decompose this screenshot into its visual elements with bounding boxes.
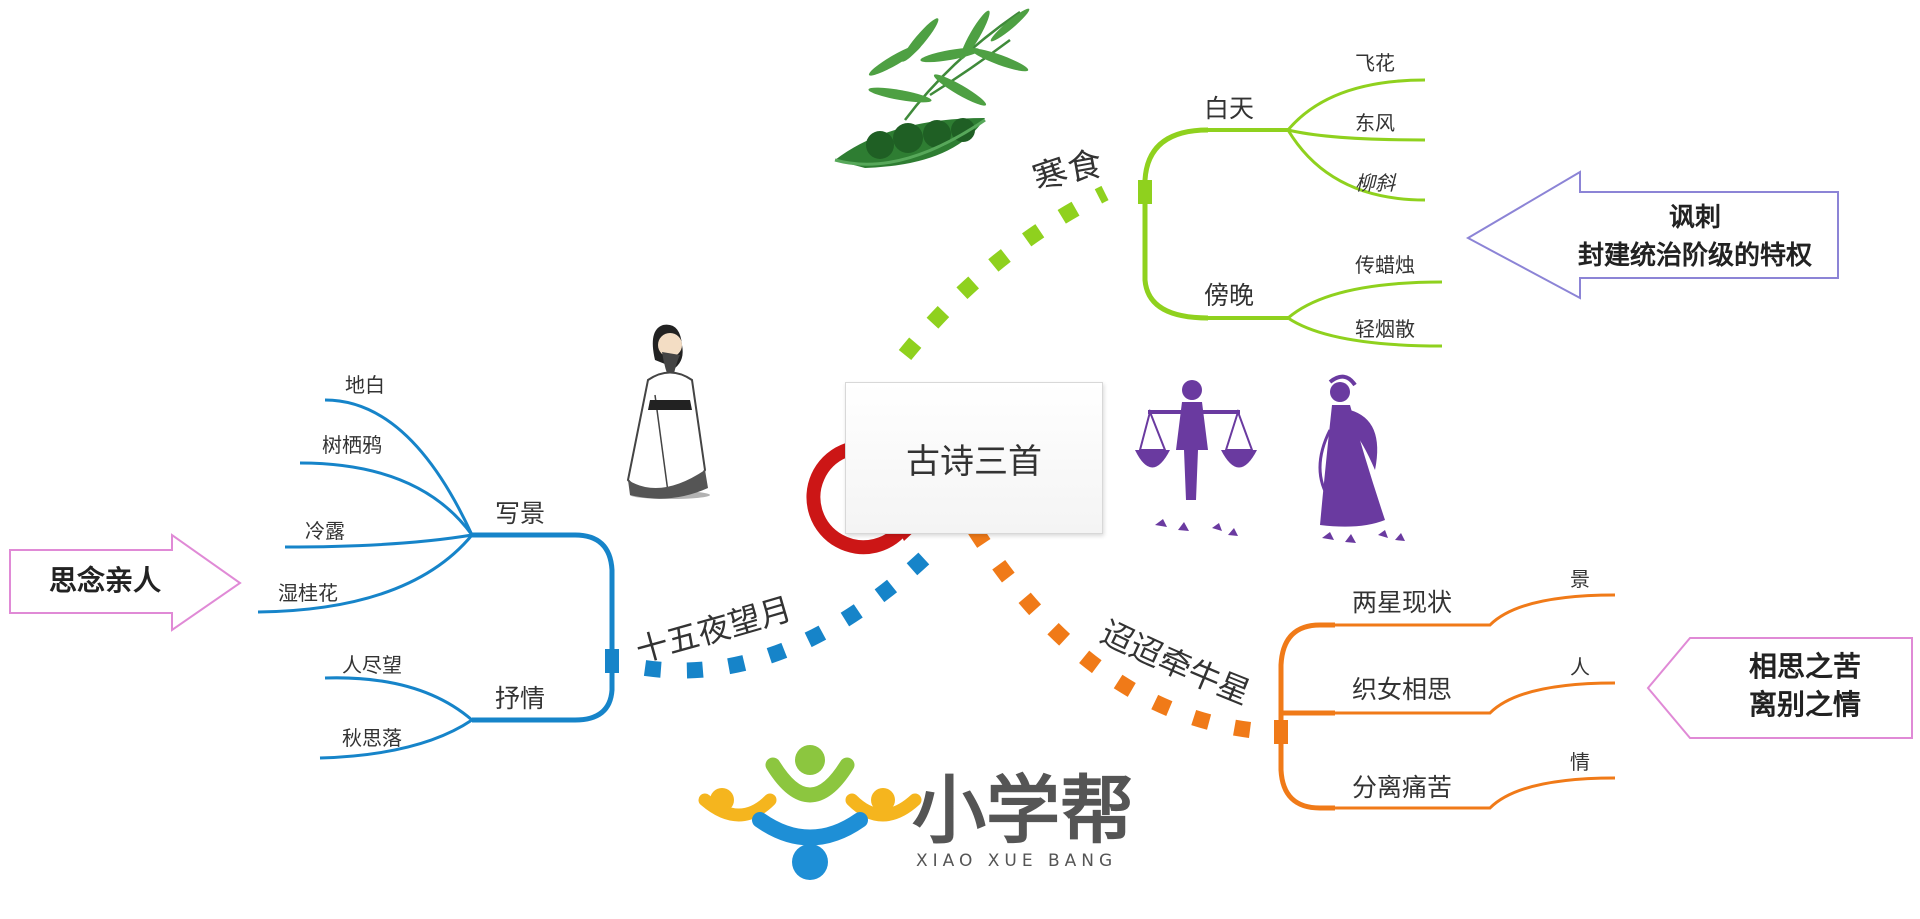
leaf-label: 情 — [1570, 750, 1590, 774]
leaf-label: 人 — [1570, 655, 1590, 679]
bracket-qianniu — [1278, 622, 1335, 811]
logo-subtitle: XIAO XUE BANG — [916, 851, 1117, 871]
branch-qianniu: 迢迢牵牛星 两星现状 织女相思 分离痛苦 景 人 情 — [968, 525, 1616, 811]
bracket-knob-wangyue — [605, 649, 619, 673]
leaf-label: 秋思落 — [342, 726, 402, 750]
pea-pod-bamboo-illustration — [834, 8, 1030, 168]
callout-line: 离别之情 — [1748, 688, 1861, 721]
leaf-label: 飞花 — [1355, 51, 1395, 75]
branch-wangyue: 十五夜望月 写景 地白 树栖鸦 冷露 湿桂花 抒情 人尽望 秋思落 — [257, 373, 941, 760]
connector-qianniu — [968, 525, 1251, 738]
sub-branch-label: 织女相思 — [1352, 675, 1452, 704]
connector-hanshi — [898, 185, 1109, 361]
sub-branch-label: 两星现状 — [1352, 588, 1452, 617]
central-topic-title: 古诗三首 — [906, 441, 1042, 482]
logo-name: 小学帮 — [912, 768, 1134, 854]
callout-line: 思念亲人 — [48, 564, 161, 597]
callout-line: 封建统治阶级的特权 — [1577, 241, 1812, 271]
cowherd-weaver-silhouette-illustration — [1135, 374, 1405, 543]
sub-branch-label: 写景 — [495, 499, 545, 528]
sub-branch-label: 抒情 — [495, 684, 545, 713]
callout-line: 讽刺 — [1668, 203, 1721, 233]
bracket-wangyue — [472, 532, 615, 723]
leaf-label: 人尽望 — [342, 653, 402, 677]
callout-text-qianniu: 相思之苦 离别之情 — [1710, 648, 1900, 724]
leaf-label: 地白 — [345, 373, 385, 397]
leaf-label: 树栖鸦 — [322, 433, 382, 457]
leaf-label: 景 — [1570, 567, 1590, 591]
callout-arrow-hanshi — [1465, 170, 1839, 300]
poem-title-hanshi: 寒食 — [1028, 144, 1105, 200]
bracket-knob-qianniu — [1274, 720, 1288, 744]
central-topic[interactable]: 古诗三首 — [845, 382, 1103, 534]
bracket-knob-hanshi — [1138, 180, 1152, 204]
bracket-hanshi — [1142, 127, 1209, 321]
leaf-label: 东风 — [1355, 111, 1395, 135]
branch-hanshi: 寒食 白天 飞花 东风 柳斜 傍晚 传蜡烛 轻烟散 — [898, 51, 1443, 361]
callout-arrow-wangyue — [9, 533, 242, 632]
callout-text-hanshi: 讽刺 封建统治阶级的特权 — [1560, 199, 1830, 275]
xiaoxuebang-logo: 小学帮 XIAO XUE BANG — [698, 745, 1134, 880]
leaf-label: 传蜡烛 — [1355, 253, 1415, 277]
leaf-label: 轻烟散 — [1355, 317, 1415, 341]
leaf-label: 冷露 — [305, 519, 345, 543]
callout-text-wangyue: 思念亲人 — [30, 562, 180, 600]
poem-title-qianniu: 迢迢牵牛星 — [1095, 613, 1256, 712]
leaf-label: 湿桂花 — [278, 581, 338, 605]
callout-arrow-qianniu — [1646, 637, 1913, 739]
scholar-figure-illustration — [626, 324, 710, 499]
sub-branch-label: 分离痛苦 — [1352, 773, 1452, 802]
callout-line: 相思之苦 — [1748, 650, 1861, 683]
sub-branch-label: 傍晚 — [1204, 281, 1254, 310]
sub-branch-label: 白天 — [1204, 94, 1254, 123]
leaf-label: 柳斜 — [1355, 171, 1397, 195]
